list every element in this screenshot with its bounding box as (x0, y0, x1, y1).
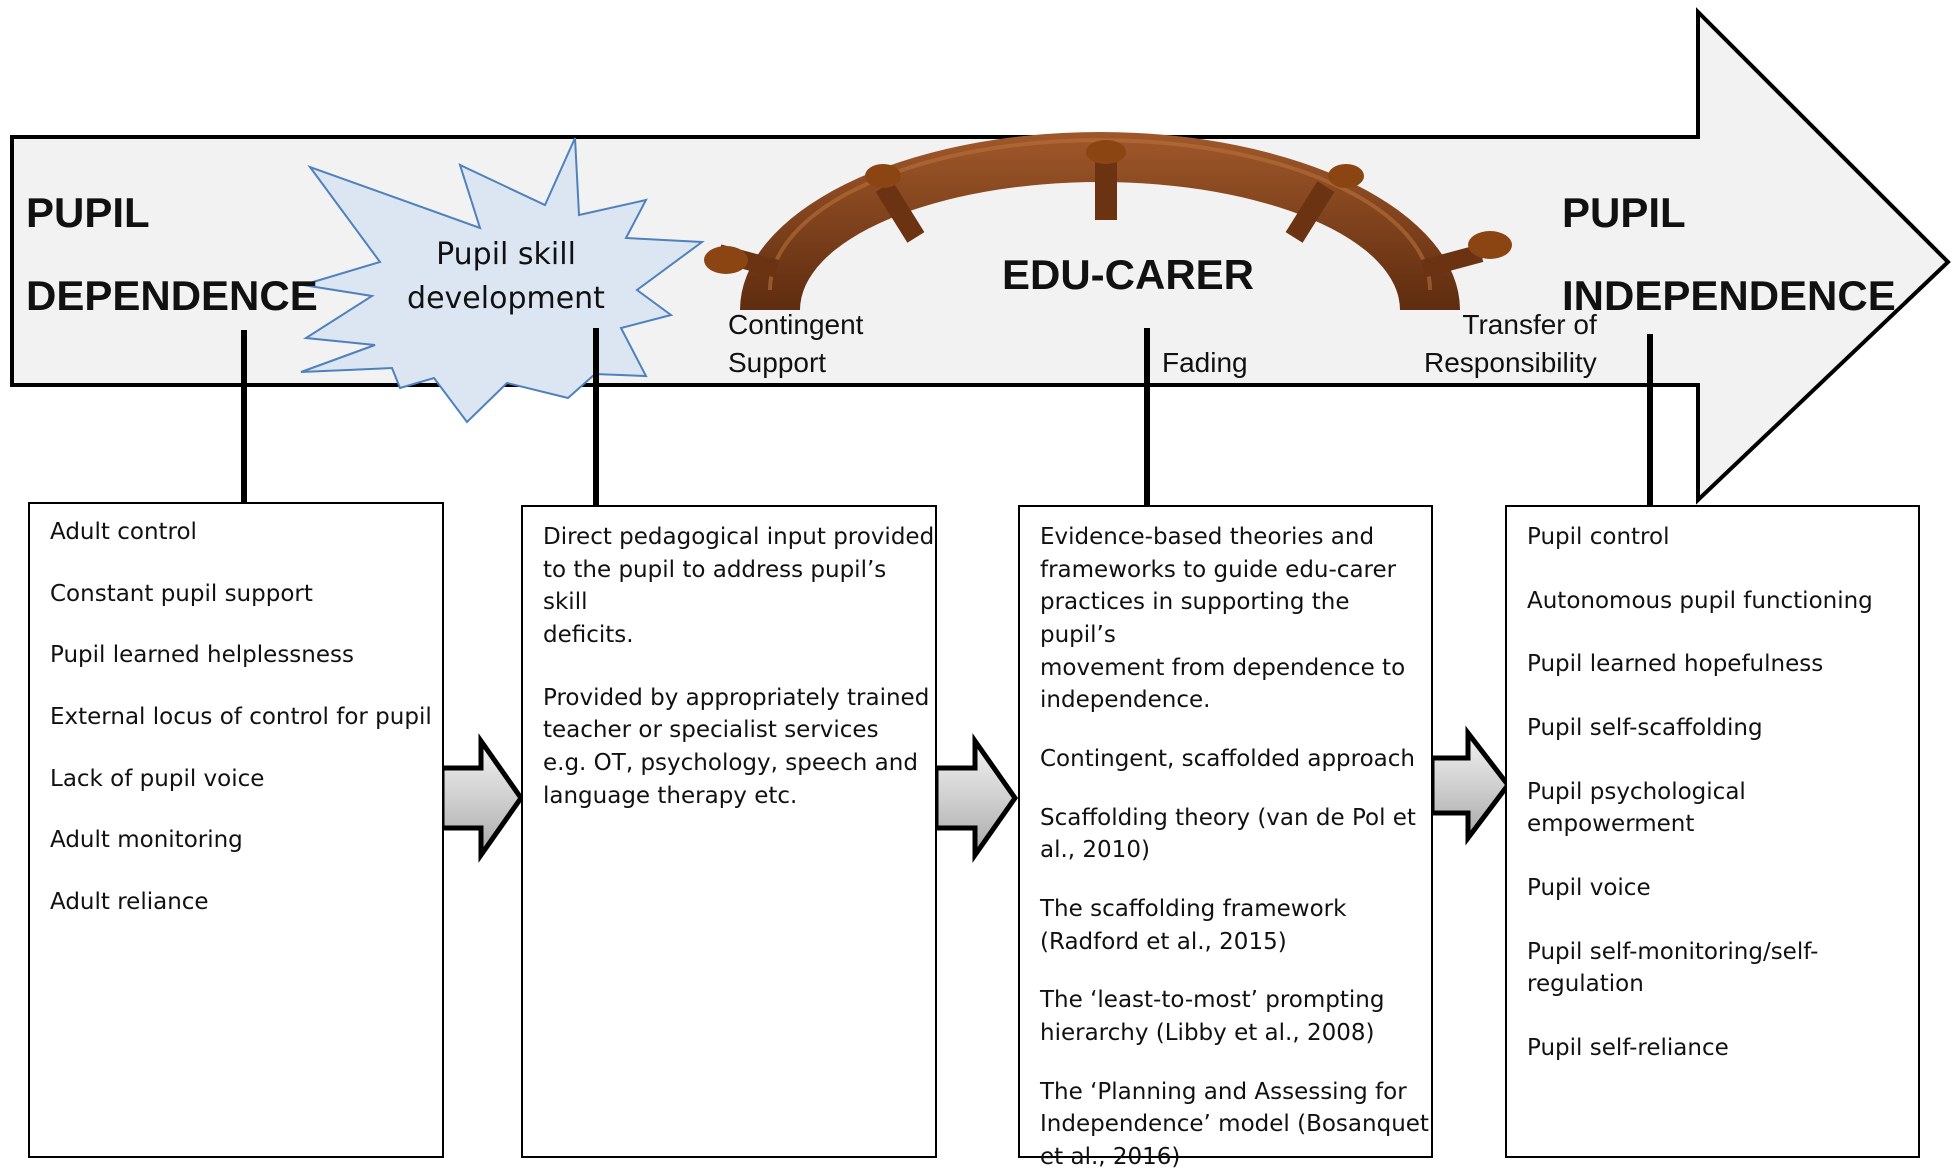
skill-item: Provided by appropriately trained teache… (543, 684, 930, 809)
skill-burst-shape (300, 137, 705, 424)
stage-transfer-of-responsibility: Transfer of Responsibility (1424, 309, 1597, 378)
independence-item: Pupil psychological empowerment (1527, 778, 1746, 838)
educarer-item: The scaffolding framework (Radford et al… (1040, 895, 1347, 955)
heading-independence: INDEPENDENCE (1562, 272, 1896, 319)
educarer-item: The ‘Planning and Assessing for Independ… (1040, 1078, 1429, 1170)
edu-carer-box: Evidence-based theories and frameworks t… (1018, 505, 1433, 1170)
stage-contingent-support: Contingent Support (728, 309, 864, 378)
independence-item: Autonomous pupil functioning (1527, 587, 1873, 614)
heading-pupil-left: PUPIL (26, 189, 150, 236)
skill-item: Direct pedagogical input provided to the… (543, 524, 935, 648)
wheel-icon (704, 132, 1512, 310)
process-arrow-2 (933, 733, 1019, 863)
independence-item: Pupil self-reliance (1527, 1034, 1729, 1061)
edu-carer-list: Evidence-based theories and frameworks t… (1040, 521, 1431, 1174)
educarer-item: The ‘least-to-most’ prompting hierarchy … (1040, 987, 1385, 1046)
progression-arrow (10, 7, 1951, 505)
skill-development-box: Direct pedagogical input provided to the… (521, 505, 937, 1158)
educarer-item: Scaffolding theory (van de Pol et al., 2… (1040, 804, 1416, 864)
process-arrow-1 (439, 733, 525, 863)
independence-item: Pupil voice (1527, 874, 1651, 901)
dependence-item: Adult monitoring (50, 827, 243, 854)
dependence-item: Pupil learned helplessness (50, 642, 354, 669)
dependence-item: Lack of pupil voice (50, 765, 265, 792)
independence-item: Pupil self-scaffolding (1527, 714, 1763, 741)
heading-edu-carer: EDU-CARER (1002, 251, 1254, 298)
burst-label: Pupil skill development (407, 237, 605, 316)
dependence-item: Adult control (50, 519, 197, 545)
skill-list: Direct pedagogical input provided to the… (543, 521, 935, 812)
independence-item: Pupil control (1527, 524, 1670, 550)
educarer-item: Evidence-based theories and frameworks t… (1040, 524, 1406, 714)
independence-item: Pupil learned hopefulness (1527, 651, 1824, 678)
heading-dependence: DEPENDENCE (26, 272, 318, 319)
educarer-item: Contingent, scaffolded approach (1040, 745, 1415, 772)
process-arrow-3 (1429, 725, 1512, 846)
heading-pupil-right: PUPIL (1562, 189, 1686, 236)
dependence-item: Adult reliance (50, 888, 209, 915)
stage-fading: Fading (1162, 347, 1248, 378)
independence-item: Pupil self-monitoring/self- regulation (1527, 938, 1819, 998)
dependence-item: External locus of control for pupil (50, 703, 432, 730)
dependence-item: Constant pupil support (50, 580, 313, 607)
